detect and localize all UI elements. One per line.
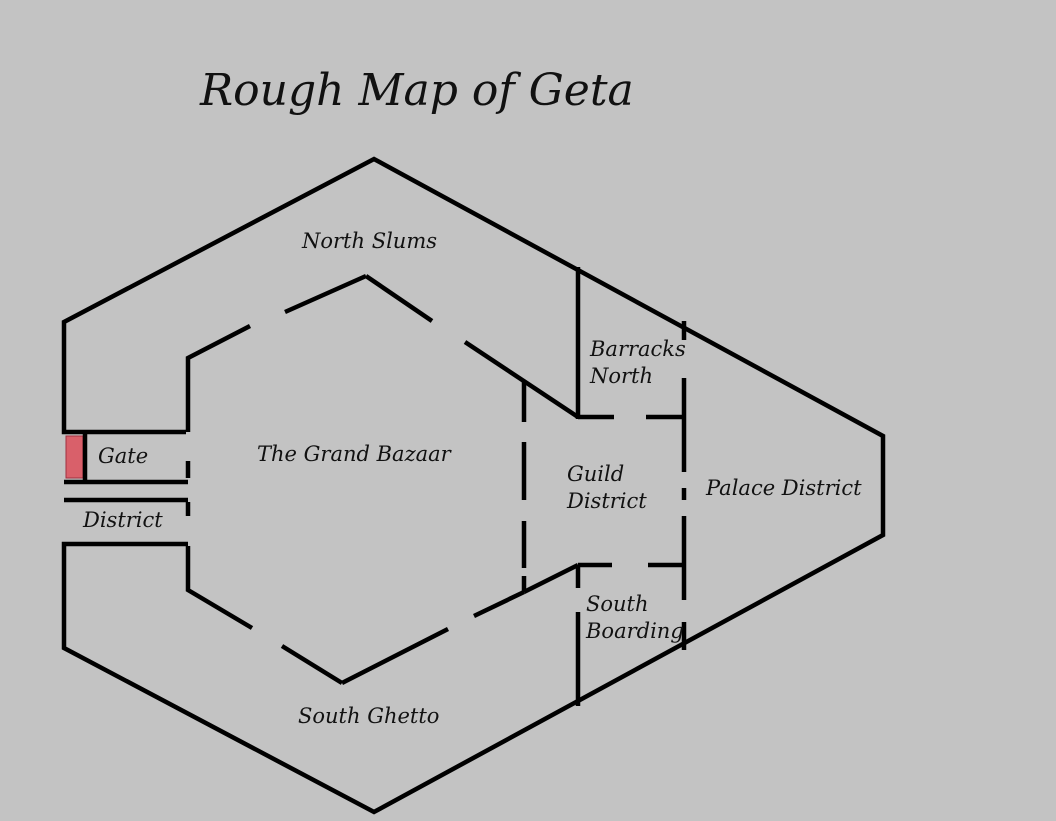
barracks-north-walls <box>575 267 687 420</box>
label-gate: Gate <box>98 444 148 468</box>
label-barracks-line1: Barracks <box>589 337 686 361</box>
label-south-boarding-line1: South <box>586 592 649 616</box>
label-south-boarding-line2: Boarding <box>585 619 684 643</box>
gate-marker <box>65 435 84 479</box>
label-guild-line2: District <box>566 489 647 513</box>
label-south-ghetto: South Ghetto <box>298 704 439 728</box>
grand-bazaar-wall <box>185 273 580 686</box>
label-barracks-line2: North <box>589 364 653 388</box>
label-gate-district: District <box>82 508 163 532</box>
map-title: Rough Map of Geta <box>199 65 634 116</box>
label-grand-bazaar: The Grand Bazaar <box>257 442 453 466</box>
label-guild-line1: Guild <box>567 462 624 486</box>
label-palace-district: Palace District <box>705 476 862 500</box>
label-north-slums: North Slums <box>301 229 437 253</box>
south-boarding-walls <box>575 562 687 706</box>
